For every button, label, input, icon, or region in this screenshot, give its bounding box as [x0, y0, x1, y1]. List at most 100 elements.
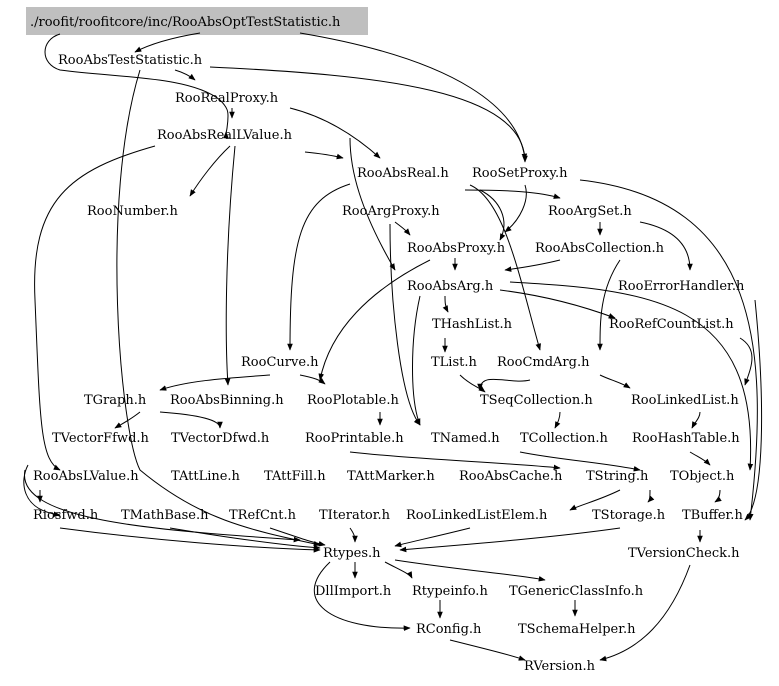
edge	[599, 374, 631, 389]
node-tlist: TList.h	[431, 355, 477, 370]
node-rooargset: RooArgSet.h	[548, 204, 632, 219]
node-rtypeinfo: Rtypeinfo.h	[412, 584, 488, 599]
edge	[224, 145, 236, 386]
node-tvectordfwd: TVectorDfwd.h	[171, 431, 270, 446]
node-rooerrorhandler: RooErrorHandler.h	[618, 279, 745, 294]
edge	[504, 184, 527, 233]
node-tseqcollection: TSeqCollection.h	[480, 393, 593, 408]
edge	[504, 259, 561, 272]
node-rooabsopteststatistic: ./roofit/roofitcore/inc/RooAbsOptTestSta…	[30, 15, 341, 30]
node-rooabscache: RooAbsCache.h	[459, 469, 563, 484]
edge	[189, 145, 231, 197]
edge	[209, 66, 528, 163]
edge	[269, 527, 326, 547]
edge	[134, 32, 201, 53]
edges	[23, 32, 763, 662]
edge	[579, 179, 758, 521]
edge	[639, 221, 693, 271]
edge	[299, 32, 528, 161]
edge	[744, 299, 763, 521]
node-tgenericclassinfo: TGenericClassInfo.h	[509, 584, 644, 599]
node-rooabsteststatistic: RooAbsTestStatistic.h	[58, 53, 203, 68]
edge	[389, 223, 421, 426]
node-rooabsreal: RooAbsReal.h	[357, 166, 449, 181]
node-rooabslvalue: RooAbsLValue.h	[33, 469, 139, 484]
edge	[689, 451, 711, 466]
node-roolinkedlist: RooLinkedList.h	[631, 393, 739, 408]
edge	[469, 184, 541, 351]
node-rooprintable: RooPrintable.h	[305, 431, 404, 446]
edge	[318, 259, 431, 381]
edge	[159, 374, 271, 391]
edge	[23, 464, 61, 517]
node-tbuffer: TBuffer.h	[682, 508, 743, 523]
node-thashlist: THashList.h	[432, 317, 513, 332]
node-tstorage: TStorage.h	[592, 508, 666, 523]
edge	[116, 69, 321, 547]
node-tmathbase: TMathBase.h	[121, 508, 209, 523]
edge	[313, 561, 411, 631]
edge	[569, 489, 621, 511]
edge	[459, 374, 486, 393]
node-titerator: TIterator.h	[319, 508, 391, 523]
edge	[24, 469, 301, 543]
edge	[479, 189, 506, 241]
node-tvectorffwd: TVectorFfwd.h	[52, 431, 150, 446]
edge	[114, 411, 141, 429]
edge	[304, 151, 344, 160]
node-roosetproxy: RooSetProxy.h	[472, 166, 568, 181]
edge	[599, 564, 691, 662]
node-rooabsreallvalue: RooAbsRealLValue.h	[157, 128, 293, 143]
node-rooabsarg: RooAbsArg.h	[407, 279, 494, 294]
node-roorealproxy: RooRealProxy.h	[175, 91, 279, 106]
node-roocmdarg: RooCmdArg.h	[497, 355, 590, 370]
edge	[289, 107, 381, 159]
edge	[34, 145, 156, 471]
node-rooabscollection: RooAbsCollection.h	[535, 241, 665, 256]
edge	[449, 639, 526, 661]
node-tschemahelper: TSchemaHelper.h	[518, 622, 636, 637]
edge	[159, 411, 223, 429]
edge	[394, 527, 471, 548]
edge	[509, 281, 754, 471]
node-rversion: RVersion.h	[524, 659, 596, 674]
node-tattline: TAttLine.h	[171, 469, 241, 484]
edge	[44, 33, 229, 139]
edge	[349, 137, 396, 271]
node-rooabsproxy: RooAbsProxy.h	[407, 241, 506, 256]
node-trefcnt: TRefCnt.h	[229, 508, 297, 523]
node-labels: ./roofit/roofitcore/inc/RooAbsOptTestSta…	[30, 15, 745, 674]
node-roorefcountlist: RooRefCountList.h	[609, 317, 734, 332]
edge	[647, 489, 655, 503]
edge	[287, 183, 351, 351]
node-tnamed: TNamed.h	[431, 431, 500, 446]
edge	[714, 489, 722, 503]
edge	[399, 527, 621, 553]
edge	[349, 527, 358, 543]
edge	[169, 527, 321, 551]
node-rconfig: RConfig.h	[416, 622, 482, 637]
edge	[691, 411, 701, 429]
node-tobject: TObject.h	[670, 469, 735, 484]
node-tstring: TString.h	[586, 469, 649, 484]
node-roohashtable: RooHashTable.h	[632, 431, 740, 446]
edge	[597, 259, 621, 351]
edge	[384, 561, 413, 579]
node-dllimport: DllImport.h	[315, 584, 392, 599]
edge	[174, 69, 196, 81]
node-rooargproxy: RooArgProxy.h	[342, 204, 440, 219]
edge	[519, 451, 641, 472]
node-tattmarker: TAttMarker.h	[347, 469, 435, 484]
edge	[394, 559, 546, 582]
edge	[554, 411, 561, 429]
edge	[499, 289, 616, 319]
edge	[349, 451, 561, 471]
node-tattfill: TAttFill.h	[264, 469, 326, 484]
node-tgraph: TGraph.h	[84, 393, 147, 408]
edge	[59, 527, 321, 553]
edge	[394, 221, 411, 236]
edge	[477, 378, 531, 391]
node-tversioncheck: TVersionCheck.h	[628, 546, 740, 561]
edge	[442, 295, 449, 313]
